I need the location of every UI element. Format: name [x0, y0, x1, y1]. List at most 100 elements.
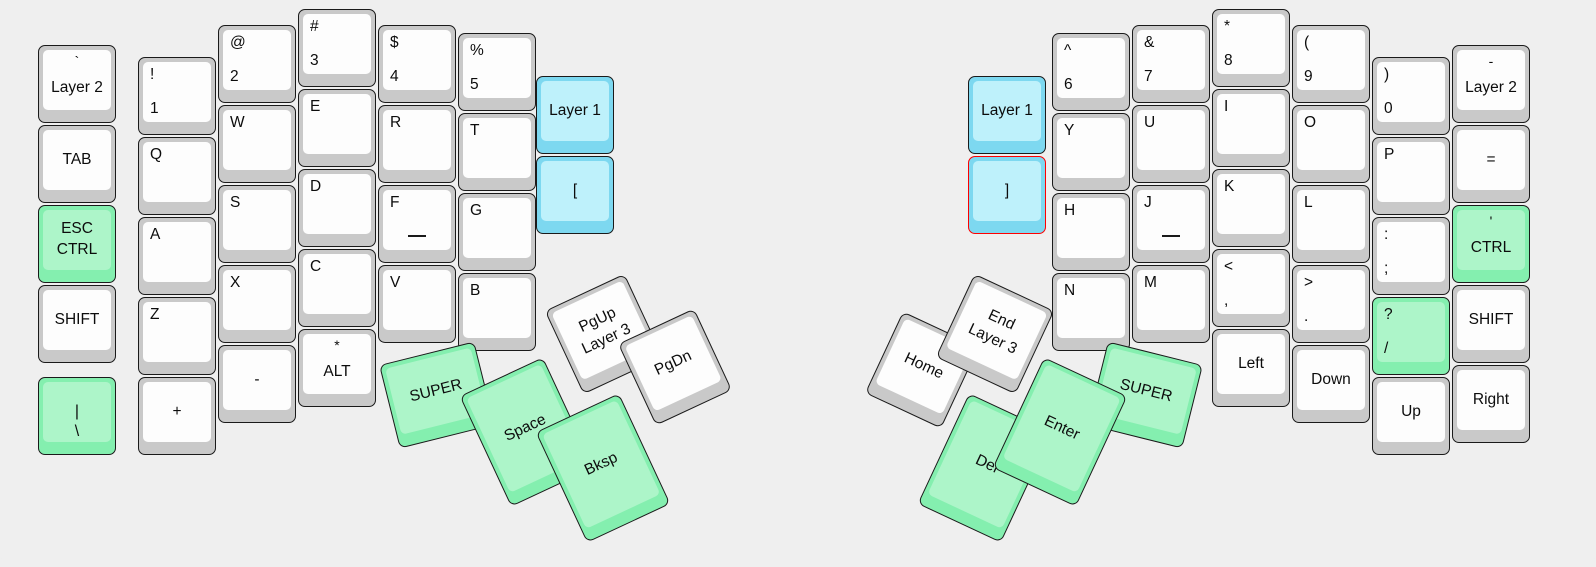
key-legend-base: Layer 1 [981, 101, 1033, 119]
key-lc1k5[interactable]: |\ [38, 377, 116, 455]
key-face: TAB [43, 130, 111, 190]
key-legend-line2: CTRL [56, 241, 98, 258]
key-rc4k3[interactable]: K [1212, 169, 1290, 247]
key-lc1k1[interactable]: `Layer 2 [38, 45, 116, 123]
key-rc6k4[interactable]: ?/ [1372, 297, 1450, 375]
key-rc5k1[interactable]: (9 [1292, 25, 1370, 103]
key-rc5k3[interactable]: L [1292, 185, 1370, 263]
key-face: M [1137, 270, 1205, 330]
key-lc6k4[interactable]: B [458, 273, 536, 351]
key-face: L [1297, 190, 1365, 250]
key-lc3k1[interactable]: @2 [218, 25, 296, 103]
key-legend-base: A [150, 226, 161, 243]
key-legend-base: = [1486, 150, 1496, 168]
key-rc3k4[interactable]: M [1132, 265, 1210, 343]
key-face: C [303, 254, 371, 314]
key-face: A [143, 222, 211, 282]
key-rc3k3[interactable]: J [1132, 185, 1210, 263]
key-face: ?/ [1377, 302, 1445, 362]
key-legend-base: G [470, 202, 483, 219]
key-lc2k2[interactable]: Q [138, 137, 216, 215]
key-lc2k3[interactable]: A [138, 217, 216, 295]
key-legend-base: U [1144, 114, 1156, 131]
key-face: W [223, 110, 291, 170]
key-lc2k4[interactable]: Z [138, 297, 216, 375]
key-lc1k2[interactable]: TAB [38, 125, 116, 203]
key-face: %5 [463, 38, 531, 98]
key-rc4k4[interactable]: <, [1212, 249, 1290, 327]
key-legend-base: ] [1004, 181, 1010, 199]
key-face: Layer 1 [973, 81, 1041, 141]
key-rc4k2[interactable]: I [1212, 89, 1290, 167]
key-rc4k1[interactable]: *8 [1212, 9, 1290, 87]
key-rc1k2[interactable]: ] [968, 156, 1046, 234]
key-face: :; [1377, 222, 1445, 282]
key-lc5k4[interactable]: V [378, 265, 456, 343]
key-face: Q [143, 142, 211, 202]
key-lc3k2[interactable]: W [218, 105, 296, 183]
key-rc3k2[interactable]: U [1132, 105, 1210, 183]
key-face: P [1377, 142, 1445, 202]
key-legend-shift: | [74, 403, 80, 420]
key-face: J [1137, 190, 1205, 250]
key-lc2k1[interactable]: !1 [138, 57, 216, 135]
key-lc6k1[interactable]: %5 [458, 33, 536, 111]
key-legend-base: P [1384, 146, 1395, 163]
key-face: Z [143, 302, 211, 362]
key-lc3k5[interactable]: - [218, 345, 296, 423]
key-rc6k2[interactable]: P [1372, 137, 1450, 215]
key-legend-base: + [172, 402, 182, 420]
key-legend-base: D [310, 178, 322, 195]
key-legend-base: Right [1472, 390, 1510, 408]
key-rc6k5[interactable]: Up [1372, 377, 1450, 455]
key-rc2k1[interactable]: ^6 [1052, 33, 1130, 111]
key-lc7k1[interactable]: Layer 1 [536, 76, 614, 154]
key-rc6k3[interactable]: :; [1372, 217, 1450, 295]
key-legend-base: 6 [1064, 75, 1073, 93]
key-lc4k4[interactable]: C [298, 249, 376, 327]
key-lc7k2[interactable]: [ [536, 156, 614, 234]
key-rc5k4[interactable]: >. [1292, 265, 1370, 343]
key-legend-base: 1 [150, 99, 159, 117]
key-rc7k3[interactable]: 'CTRL [1452, 205, 1530, 283]
key-legend-base: I [1224, 98, 1229, 115]
key-rc7k5[interactable]: Right [1452, 365, 1530, 443]
key-rc2k2[interactable]: Y [1052, 113, 1130, 191]
key-rc5k2[interactable]: O [1292, 105, 1370, 183]
key-lc2k5[interactable]: + [138, 377, 216, 455]
key-rc1k1[interactable]: Layer 1 [968, 76, 1046, 154]
key-legend-base: [ [572, 181, 578, 199]
key-face: Right [1457, 370, 1525, 430]
key-rc7k2[interactable]: = [1452, 125, 1530, 203]
key-face: @2 [223, 30, 291, 90]
key-lc4k5[interactable]: *ALT [298, 329, 376, 407]
key-lc6k3[interactable]: G [458, 193, 536, 271]
key-rc4k5[interactable]: Left [1212, 329, 1290, 407]
key-legend-base: L [1304, 194, 1313, 211]
key-lc3k4[interactable]: X [218, 265, 296, 343]
key-rc6k1[interactable]: )0 [1372, 57, 1450, 135]
key-rc5k5[interactable]: Down [1292, 345, 1370, 423]
key-legend-base: V [390, 274, 401, 291]
key-lc3k3[interactable]: S [218, 185, 296, 263]
key-face: Y [1057, 118, 1125, 178]
key-legend-base: T [470, 122, 480, 139]
key-face: $4 [383, 30, 451, 90]
key-rc7k4[interactable]: SHIFT [1452, 285, 1530, 363]
key-rc3k1[interactable]: &7 [1132, 25, 1210, 103]
key-lc1k4[interactable]: SHIFT [38, 285, 116, 363]
key-lc4k2[interactable]: E [298, 89, 376, 167]
key-lc5k1[interactable]: $4 [378, 25, 456, 103]
key-rc2k3[interactable]: H [1052, 193, 1130, 271]
key-rc2k4[interactable]: N [1052, 273, 1130, 351]
key-face: + [143, 382, 211, 442]
key-rc7k1[interactable]: -Layer 2 [1452, 45, 1530, 123]
key-lc5k2[interactable]: R [378, 105, 456, 183]
key-lc4k3[interactable]: D [298, 169, 376, 247]
key-lc4k1[interactable]: #3 [298, 9, 376, 87]
key-lc5k3[interactable]: F [378, 185, 456, 263]
key-face: V [383, 270, 451, 330]
key-lc6k2[interactable]: T [458, 113, 536, 191]
key-legend-base: J [1144, 194, 1152, 211]
